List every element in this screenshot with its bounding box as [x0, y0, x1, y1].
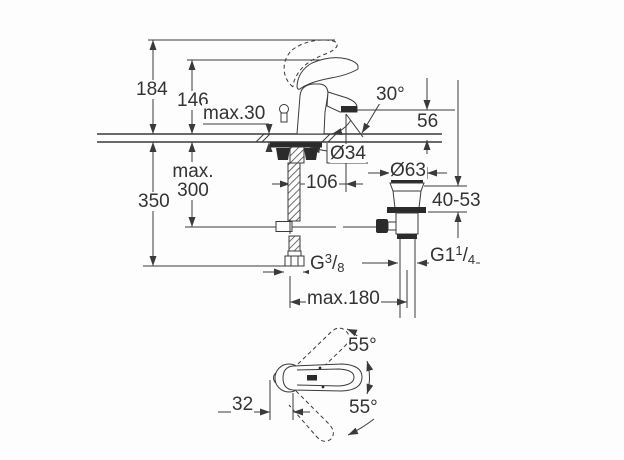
dim-supply-thread: G3/8: [309, 249, 346, 277]
dim-spout-height: 56: [416, 111, 440, 132]
faucet-body: [296, 83, 329, 135]
dim-swivel-up: 55°: [347, 335, 378, 356]
lever-top-view: [273, 327, 363, 442]
aerator: [341, 106, 357, 112]
dim-total-height: 184: [135, 79, 169, 100]
lever-top: [282, 363, 363, 392]
dim-lever-height: 146: [176, 90, 210, 111]
dim-projection: 106: [305, 172, 339, 193]
faucet-front-view: [270, 39, 359, 164]
dim-aerator-angle: 30°: [375, 84, 406, 105]
lever-handle: [296, 57, 359, 90]
threaded-shank: [289, 146, 305, 164]
waste-lever-knob: [376, 219, 388, 233]
lever-raised-dashed: [283, 39, 338, 88]
dim-waste-thread: G11/4: [429, 241, 477, 269]
dim-max-hose-length: max.300: [168, 162, 218, 200]
dim-waste-diameter: Ø63: [389, 160, 427, 181]
supply-hose: [275, 162, 305, 267]
dim-max-deck: max.30: [202, 103, 267, 124]
lever-down-dashed: [288, 390, 334, 442]
dim-swivel-down: 55°: [348, 397, 379, 418]
pull-rod-knob: [279, 104, 289, 114]
dim-waste-range: 40-53: [431, 190, 482, 211]
pop-up-waste: [376, 177, 426, 318]
dim-handle-offset: 32: [231, 394, 255, 415]
dim-hole-diameter: Ø34: [330, 143, 366, 164]
supply-hex-nut: [284, 255, 305, 267]
dim-below-deck: 350: [137, 191, 171, 212]
dim-max-rod-length: max.180: [306, 288, 381, 309]
rod-clamp: [275, 221, 293, 232]
